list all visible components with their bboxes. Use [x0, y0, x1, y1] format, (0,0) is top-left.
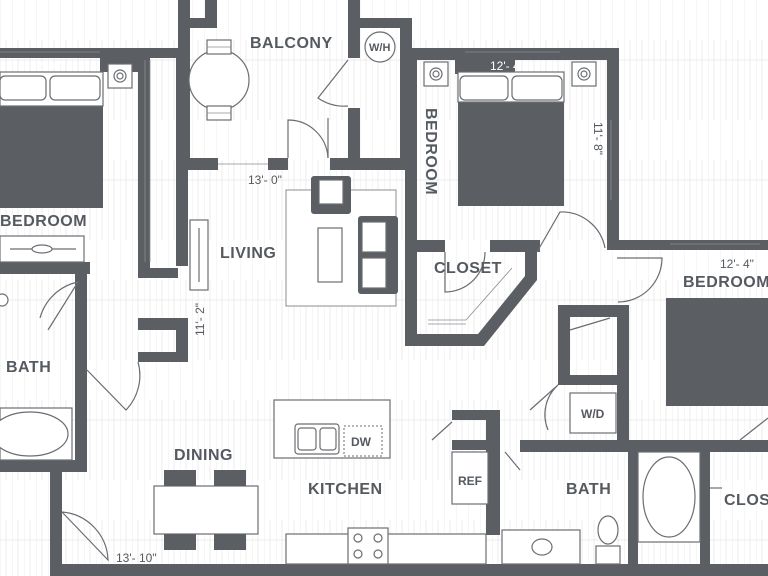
- sink-icon: [501, 529, 581, 565]
- room-label-kitchen: KITCHEN: [308, 481, 383, 498]
- range-icon: [285, 527, 487, 565]
- living-furniture: [189, 176, 398, 307]
- kitchen-island: [273, 399, 391, 459]
- room-label-living: LIVING: [220, 245, 276, 262]
- door-swings: [39, 59, 768, 562]
- bed-icon: [666, 298, 768, 406]
- dim-dining-w: 13'- 10": [116, 551, 157, 565]
- bed-icon: [423, 61, 597, 206]
- refrigerator: [451, 451, 489, 505]
- windows: [0, 51, 760, 245]
- fixture-label-water-heater: W/H: [369, 42, 390, 54]
- tv-console: [0, 235, 85, 263]
- dim-bedroom-center-h: 11'- 8": [591, 122, 605, 155]
- room-label-closet-right: CLOS: [724, 492, 768, 509]
- room-label-bedroom-left: BEDROOM: [0, 213, 87, 230]
- fixture-label-washer-dryer: W/D: [581, 407, 605, 421]
- room-label-dining: DINING: [174, 447, 233, 464]
- dim-bedroom-right: 12'- 4": [720, 257, 754, 271]
- room-label-bath-left: BATH: [6, 359, 51, 376]
- room-label-bedroom-center: BEDROOM: [422, 108, 439, 195]
- washer-dryer: [569, 392, 617, 434]
- bed-icon: [0, 63, 133, 208]
- room-label-closet-center: CLOSET: [434, 260, 502, 277]
- dim-bedroom-left: 12'- 6": [30, 59, 64, 73]
- dim-balcony-living: 13'- 0": [248, 173, 282, 187]
- table-icon: [153, 470, 259, 550]
- closet-shelves: [144, 60, 513, 325]
- room-label-balcony: BALCONY: [250, 35, 333, 52]
- dim-bedroom-center-w: 12'- 4": [490, 59, 524, 73]
- fixture-label-refrigerator: REF: [458, 474, 482, 488]
- dim-living-h: 11'- 2": [193, 303, 207, 336]
- balcony-table: [188, 39, 250, 121]
- tub-icon: [0, 293, 73, 461]
- room-label-bath-right: BATH: [566, 481, 611, 498]
- room-label-bedroom-right: BEDROOM: [683, 274, 768, 291]
- water-heater: [364, 31, 396, 63]
- fixture-label-dishwasher: DW: [351, 435, 372, 449]
- toilet-icon: [595, 515, 621, 565]
- tub-icon: [637, 451, 701, 543]
